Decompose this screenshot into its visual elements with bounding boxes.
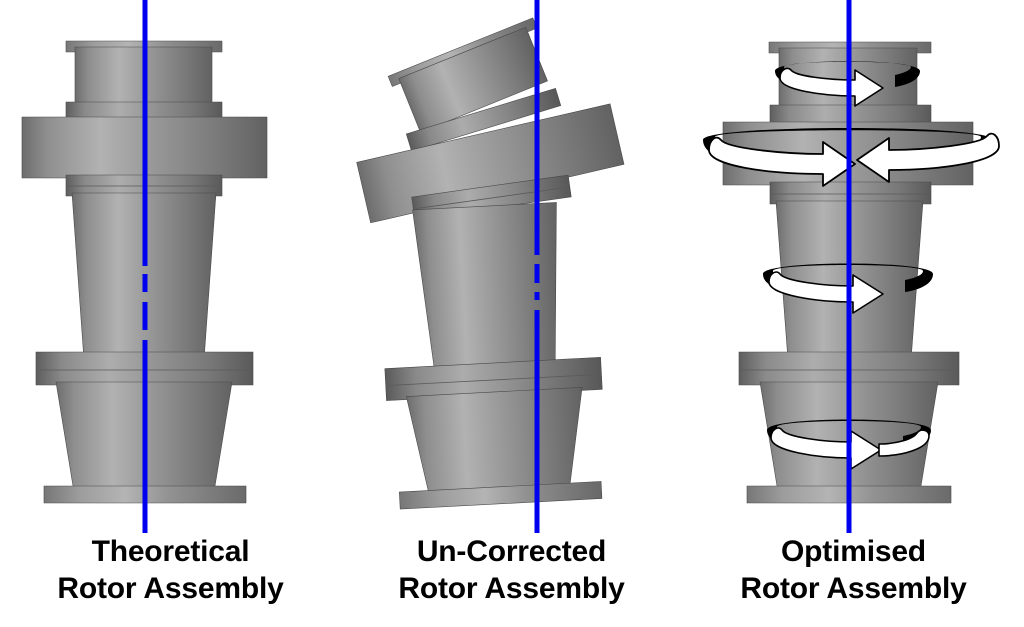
upper-cylinder (398, 26, 548, 133)
rotor-svg-theoretical (21, 0, 268, 533)
panel-theoretical: Theoretical Rotor Assembly (0, 0, 341, 627)
caption-un-corrected: Un-Corrected Rotor Assembly (341, 533, 682, 607)
tilted-top-group (387, 17, 548, 133)
rotation-arrow-upper-cone (763, 263, 933, 314)
rotor-illustration-un-corrected (341, 0, 682, 533)
rotation-arrow-top (775, 61, 920, 107)
rotation-arrow-lower-cone (767, 419, 931, 470)
caption-line-1: Un-Corrected (416, 535, 607, 568)
body-group (384, 202, 603, 510)
caption-line-2: Rotor Assembly (57, 572, 284, 605)
caption-optimised: Optimised Rotor Assembly (683, 533, 1024, 607)
caption-line-1: Optimised (781, 535, 926, 568)
caption-line-2: Rotor Assembly (398, 572, 625, 605)
rotor-illustration-theoretical (0, 0, 341, 533)
rotor-svg-un-corrected (356, 0, 625, 533)
base-plate (399, 481, 603, 510)
rotor-illustration-optimised (683, 0, 1024, 533)
rotation-arrow-disc (703, 128, 1000, 187)
upper-step-ring (405, 87, 562, 152)
panel-optimised: Optimised Rotor Assembly (683, 0, 1024, 627)
panel-un-corrected: Un-Corrected Rotor Assembly (341, 0, 682, 627)
lower-cone (405, 387, 583, 497)
caption-line-1: Theoretical (91, 535, 250, 568)
caption-line-2: Rotor Assembly (740, 572, 967, 605)
main-disc (356, 103, 625, 224)
rotor-svg-optimised (703, 0, 1000, 533)
upper-cone (412, 202, 557, 377)
caption-theoretical: Theoretical Rotor Assembly (0, 533, 341, 607)
